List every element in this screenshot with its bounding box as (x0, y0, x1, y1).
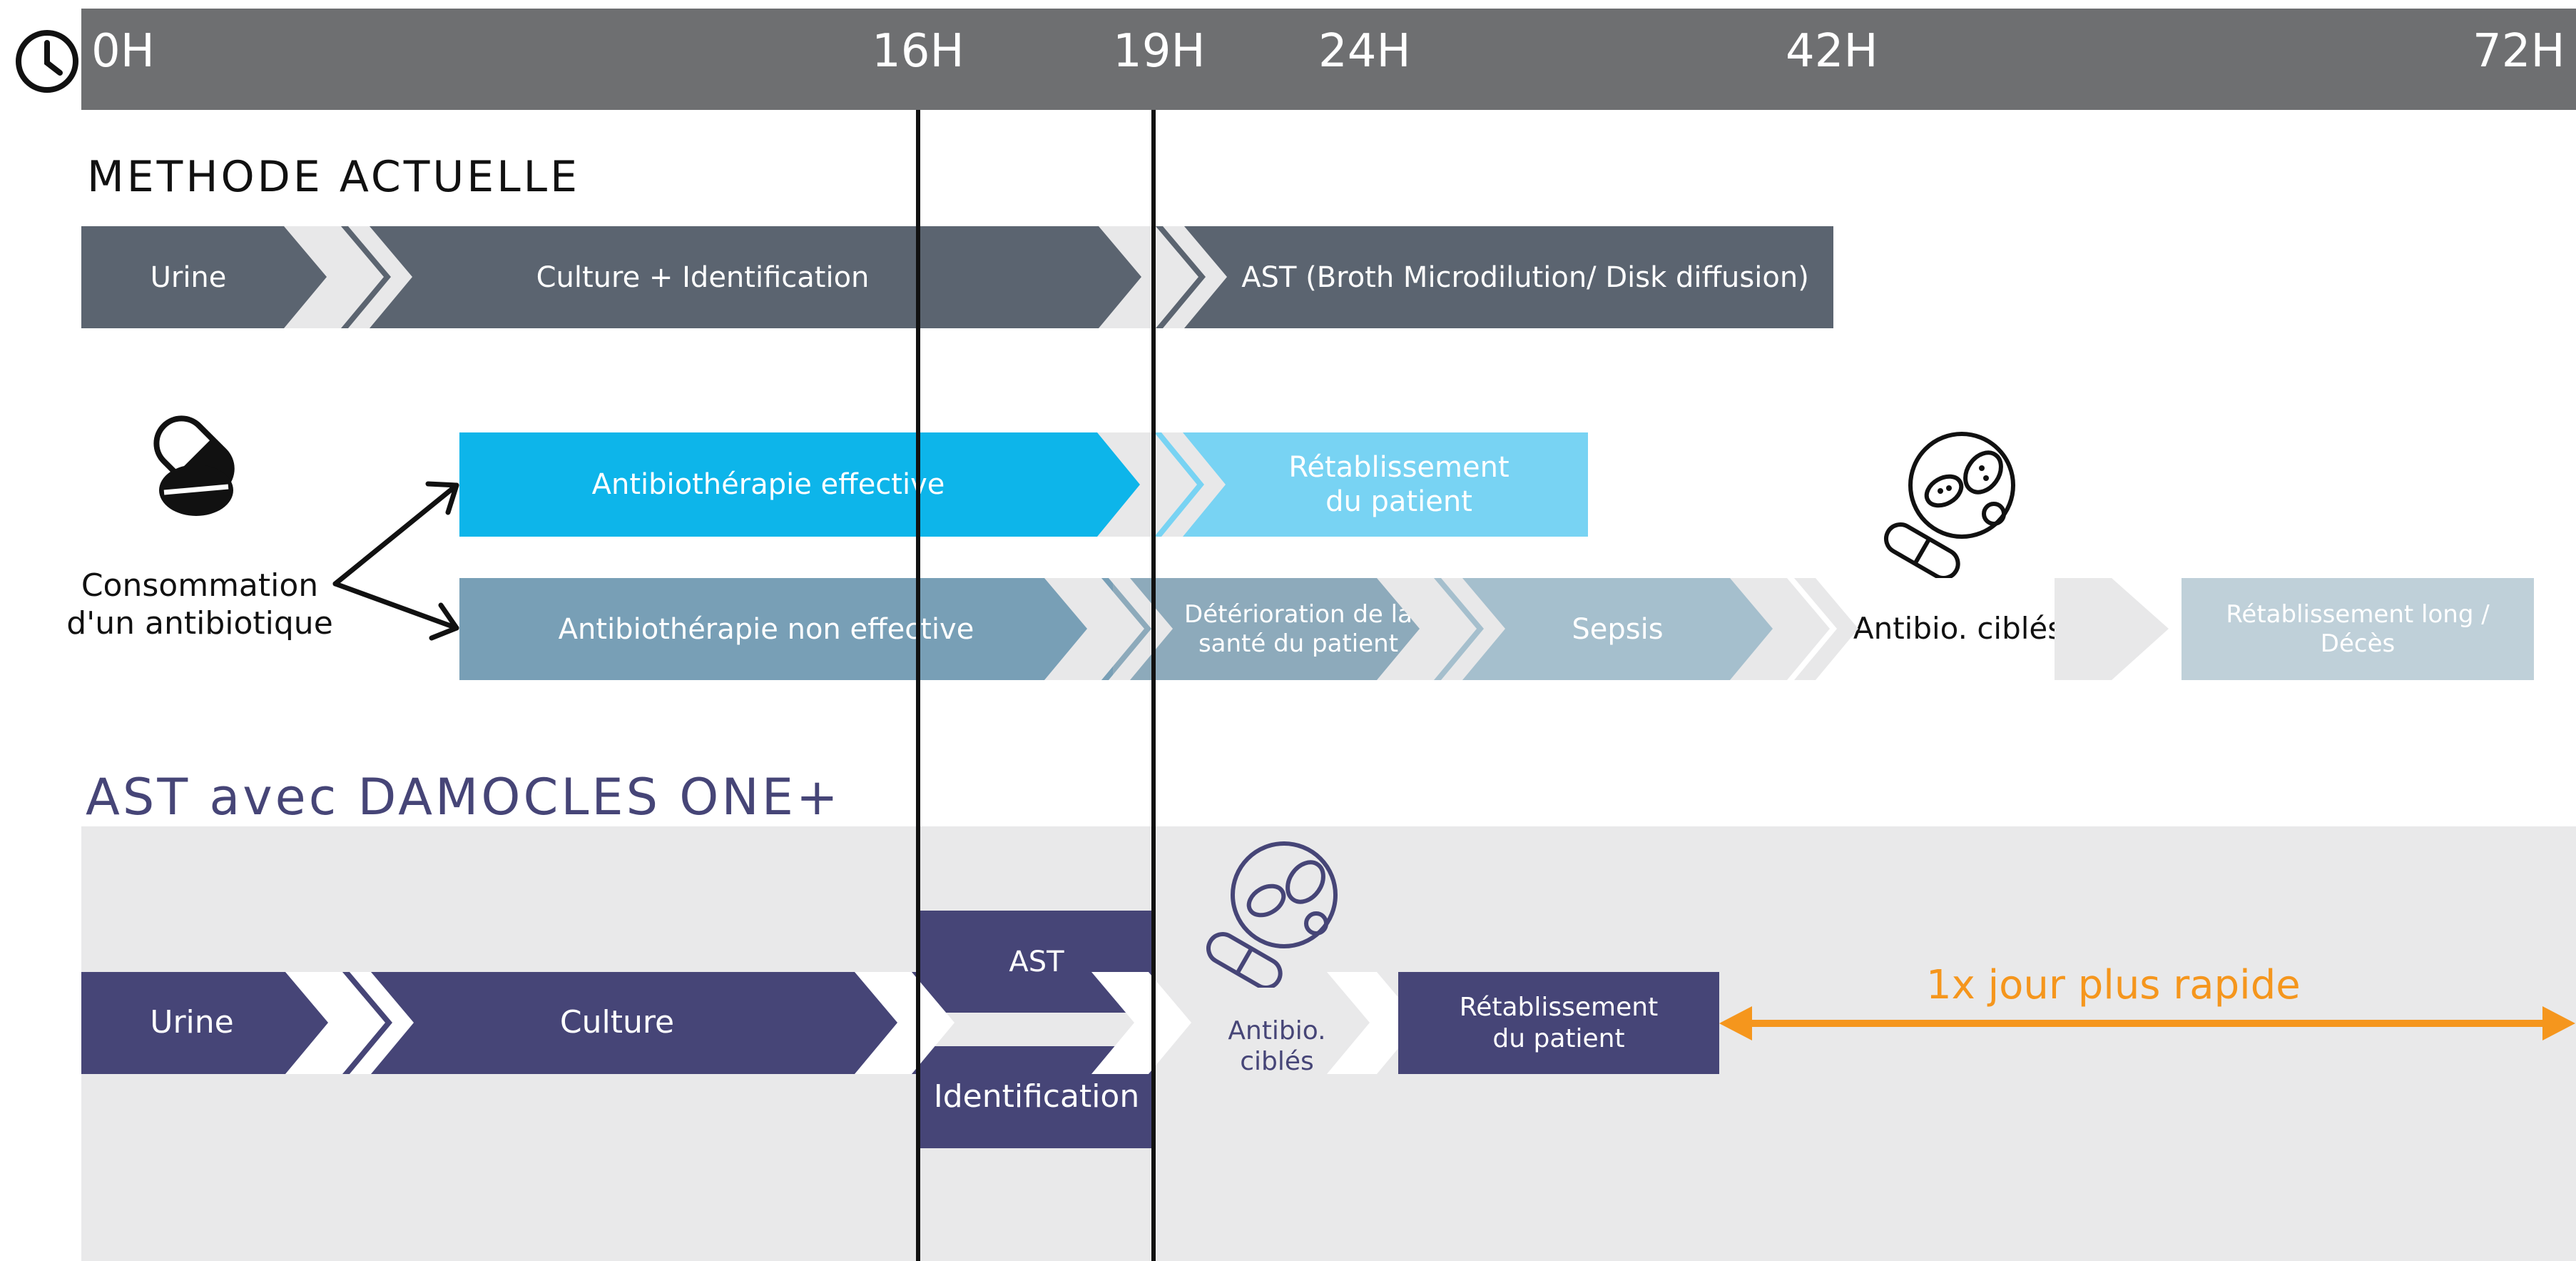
step-culture-identification: Culture + Identification (335, 226, 1156, 328)
damocles-step-retablissement-label: Rétablissement du patient (1459, 993, 1659, 1053)
step-ast-broth-label: AST (Broth Microdilution/ Disk diffusion… (1241, 260, 1809, 294)
step-sepsis-label: Sepsis (1572, 612, 1664, 646)
marker-16h (916, 110, 920, 1261)
tick-24h: 24H (1318, 25, 1411, 78)
damocles-step-urine-label: Urine (150, 1004, 234, 1041)
chevron-separator (1044, 578, 1173, 680)
step-antibio-cibles: Antibio. ciblés (1826, 578, 2090, 680)
bacteria-pill-icon (1876, 428, 2033, 578)
damocles-step-identification-label: Identification (933, 1078, 1140, 1115)
damocles-title: AST avec DAMOCLES ONE+ (86, 768, 841, 826)
tick-19h: 19H (1113, 25, 1206, 78)
damocles-bacteria-pill-icon (1198, 838, 1355, 988)
chevron-separator (2055, 578, 2169, 680)
step-antibio-cibles-label: Antibio. ciblés (1853, 611, 2064, 647)
tick-16h: 16H (872, 25, 964, 78)
step-antibiotherapie-effective-label: Antibiothérapie effective (591, 468, 945, 501)
damocles-step-retablissement: Rétablissement du patient (1398, 972, 1719, 1074)
chevron-separator (284, 226, 412, 328)
step-urine: Urine (81, 226, 338, 328)
chevron-separator (855, 972, 954, 1074)
step-antibiotherapie-non-effective-label: Antibiothérapie non effective (558, 612, 974, 646)
clock-icon (13, 27, 81, 96)
step-retablissement-effective-label: Rétablissement du patient (1288, 451, 1510, 518)
damocles-step-ast-label: AST (1009, 945, 1064, 978)
pill-icon (121, 408, 243, 522)
gain-label: 1x jour plus rapide (1926, 962, 2301, 1008)
chevron-separator (1377, 578, 1505, 680)
step-deterioration-label: Détérioration de la santé du patient (1184, 599, 1412, 658)
chevron-separator (1097, 432, 1226, 537)
step-retablissement-long: Rétablissement long / Décès (2182, 578, 2534, 680)
step-retablissement-long-label: Rétablissement long / Décès (2226, 599, 2490, 658)
chevron-separator (285, 972, 414, 1074)
step-antibiotherapie-effective: Antibiothérapie effective (459, 432, 1156, 537)
chevron-separator (1099, 226, 1227, 328)
step-ast-broth: AST (Broth Microdilution/ Disk diffusion… (1153, 226, 1833, 328)
marker-19h (1151, 110, 1156, 1261)
damocles-step-culture-label: Culture (559, 1004, 675, 1041)
damocles-step-culture: Culture (342, 972, 935, 1074)
timeline-bar (81, 9, 2576, 110)
chevron-separator (1091, 972, 1191, 1074)
methode-actuelle-title: METHODE ACTUELLE (87, 152, 580, 202)
double-arrow-icon (1719, 1006, 2575, 1040)
step-urine-label: Urine (150, 260, 227, 294)
damocles-antibio-cibles: Antibio. ciblés (1228, 1016, 1326, 1077)
tick-72h: 72H (2473, 25, 2565, 78)
tick-0h: 0H (91, 25, 155, 78)
start-label: Consommation d'un antibiotique (66, 567, 333, 642)
chevron-separator (1327, 972, 1420, 1074)
chevron-separator (1730, 578, 1858, 680)
step-culture-identification-label: Culture + Identification (536, 260, 870, 294)
step-antibiotherapie-non-effective: Antibiothérapie non effective (459, 578, 1130, 680)
tick-42h: 42H (1786, 25, 1878, 78)
branch-arrows (332, 481, 459, 641)
